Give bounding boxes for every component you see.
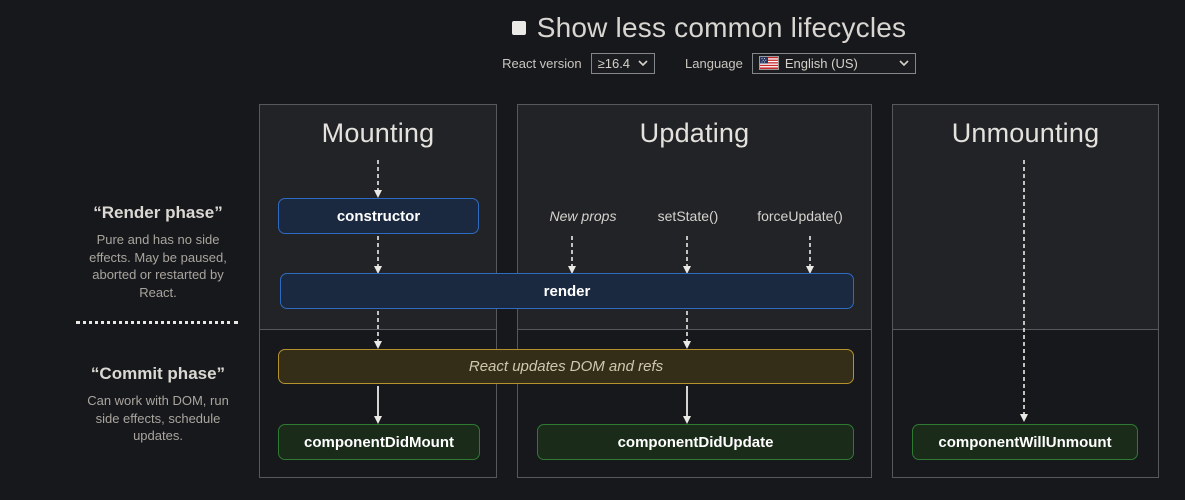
component-did-update-box[interactable]: componentDidUpdate [537, 424, 854, 460]
commit-phase-description: Can work with DOM, run side effects, sch… [87, 393, 229, 443]
react-version-label: React version [502, 55, 582, 71]
language-label: Language [685, 55, 743, 71]
language-value: English (US) [784, 55, 858, 71]
column-unmounting: Unmounting [892, 104, 1159, 478]
react-updates-dom-box: React updates DOM and refs [278, 349, 854, 384]
commit-phase-label: “Commit phase” Can work with DOM, run si… [38, 364, 278, 445]
column-mounting-title: Mounting [321, 118, 435, 148]
react-version-select[interactable]: ≥16.4 [590, 52, 656, 74]
controls-row: React version ≥16.4 Language [234, 52, 1184, 74]
language-select[interactable]: English (US) [751, 52, 916, 74]
show-less-lifecycles-checkbox[interactable] [511, 21, 526, 35]
trigger-set-state: setState() [657, 208, 719, 224]
page-title: Show less common lifecycles [536, 12, 907, 43]
render-box[interactable]: render [280, 273, 854, 309]
chevron-down-icon [638, 60, 648, 66]
render-phase-description: Pure and has no side effects. May be pau… [89, 232, 227, 300]
column-unmounting-title: Unmounting [951, 118, 1100, 148]
react-version-value: ≥16.4 [597, 55, 631, 71]
column-updating-title: Updating [639, 118, 750, 148]
commit-phase-title: “Commit phase” [90, 364, 226, 383]
component-did-mount-box[interactable]: componentDidMount [278, 424, 480, 460]
component-will-unmount-box[interactable]: componentWillUnmount [912, 424, 1138, 460]
phase-divider [76, 321, 238, 324]
constructor-box[interactable]: constructor [278, 198, 479, 234]
render-phase-title: “Render phase” [93, 203, 223, 222]
trigger-new-props: New props [549, 208, 617, 224]
language-group: Language Englis [685, 52, 916, 74]
chevron-down-icon [899, 60, 909, 66]
trigger-force-update: forceUpdate() [757, 208, 843, 224]
react-version-group: React version ≥16.4 [502, 52, 656, 74]
header: Show less common lifecycles [234, 12, 1184, 44]
us-flag-icon [758, 56, 779, 70]
render-phase-label: “Render phase” Pure and has no side effe… [38, 203, 278, 301]
